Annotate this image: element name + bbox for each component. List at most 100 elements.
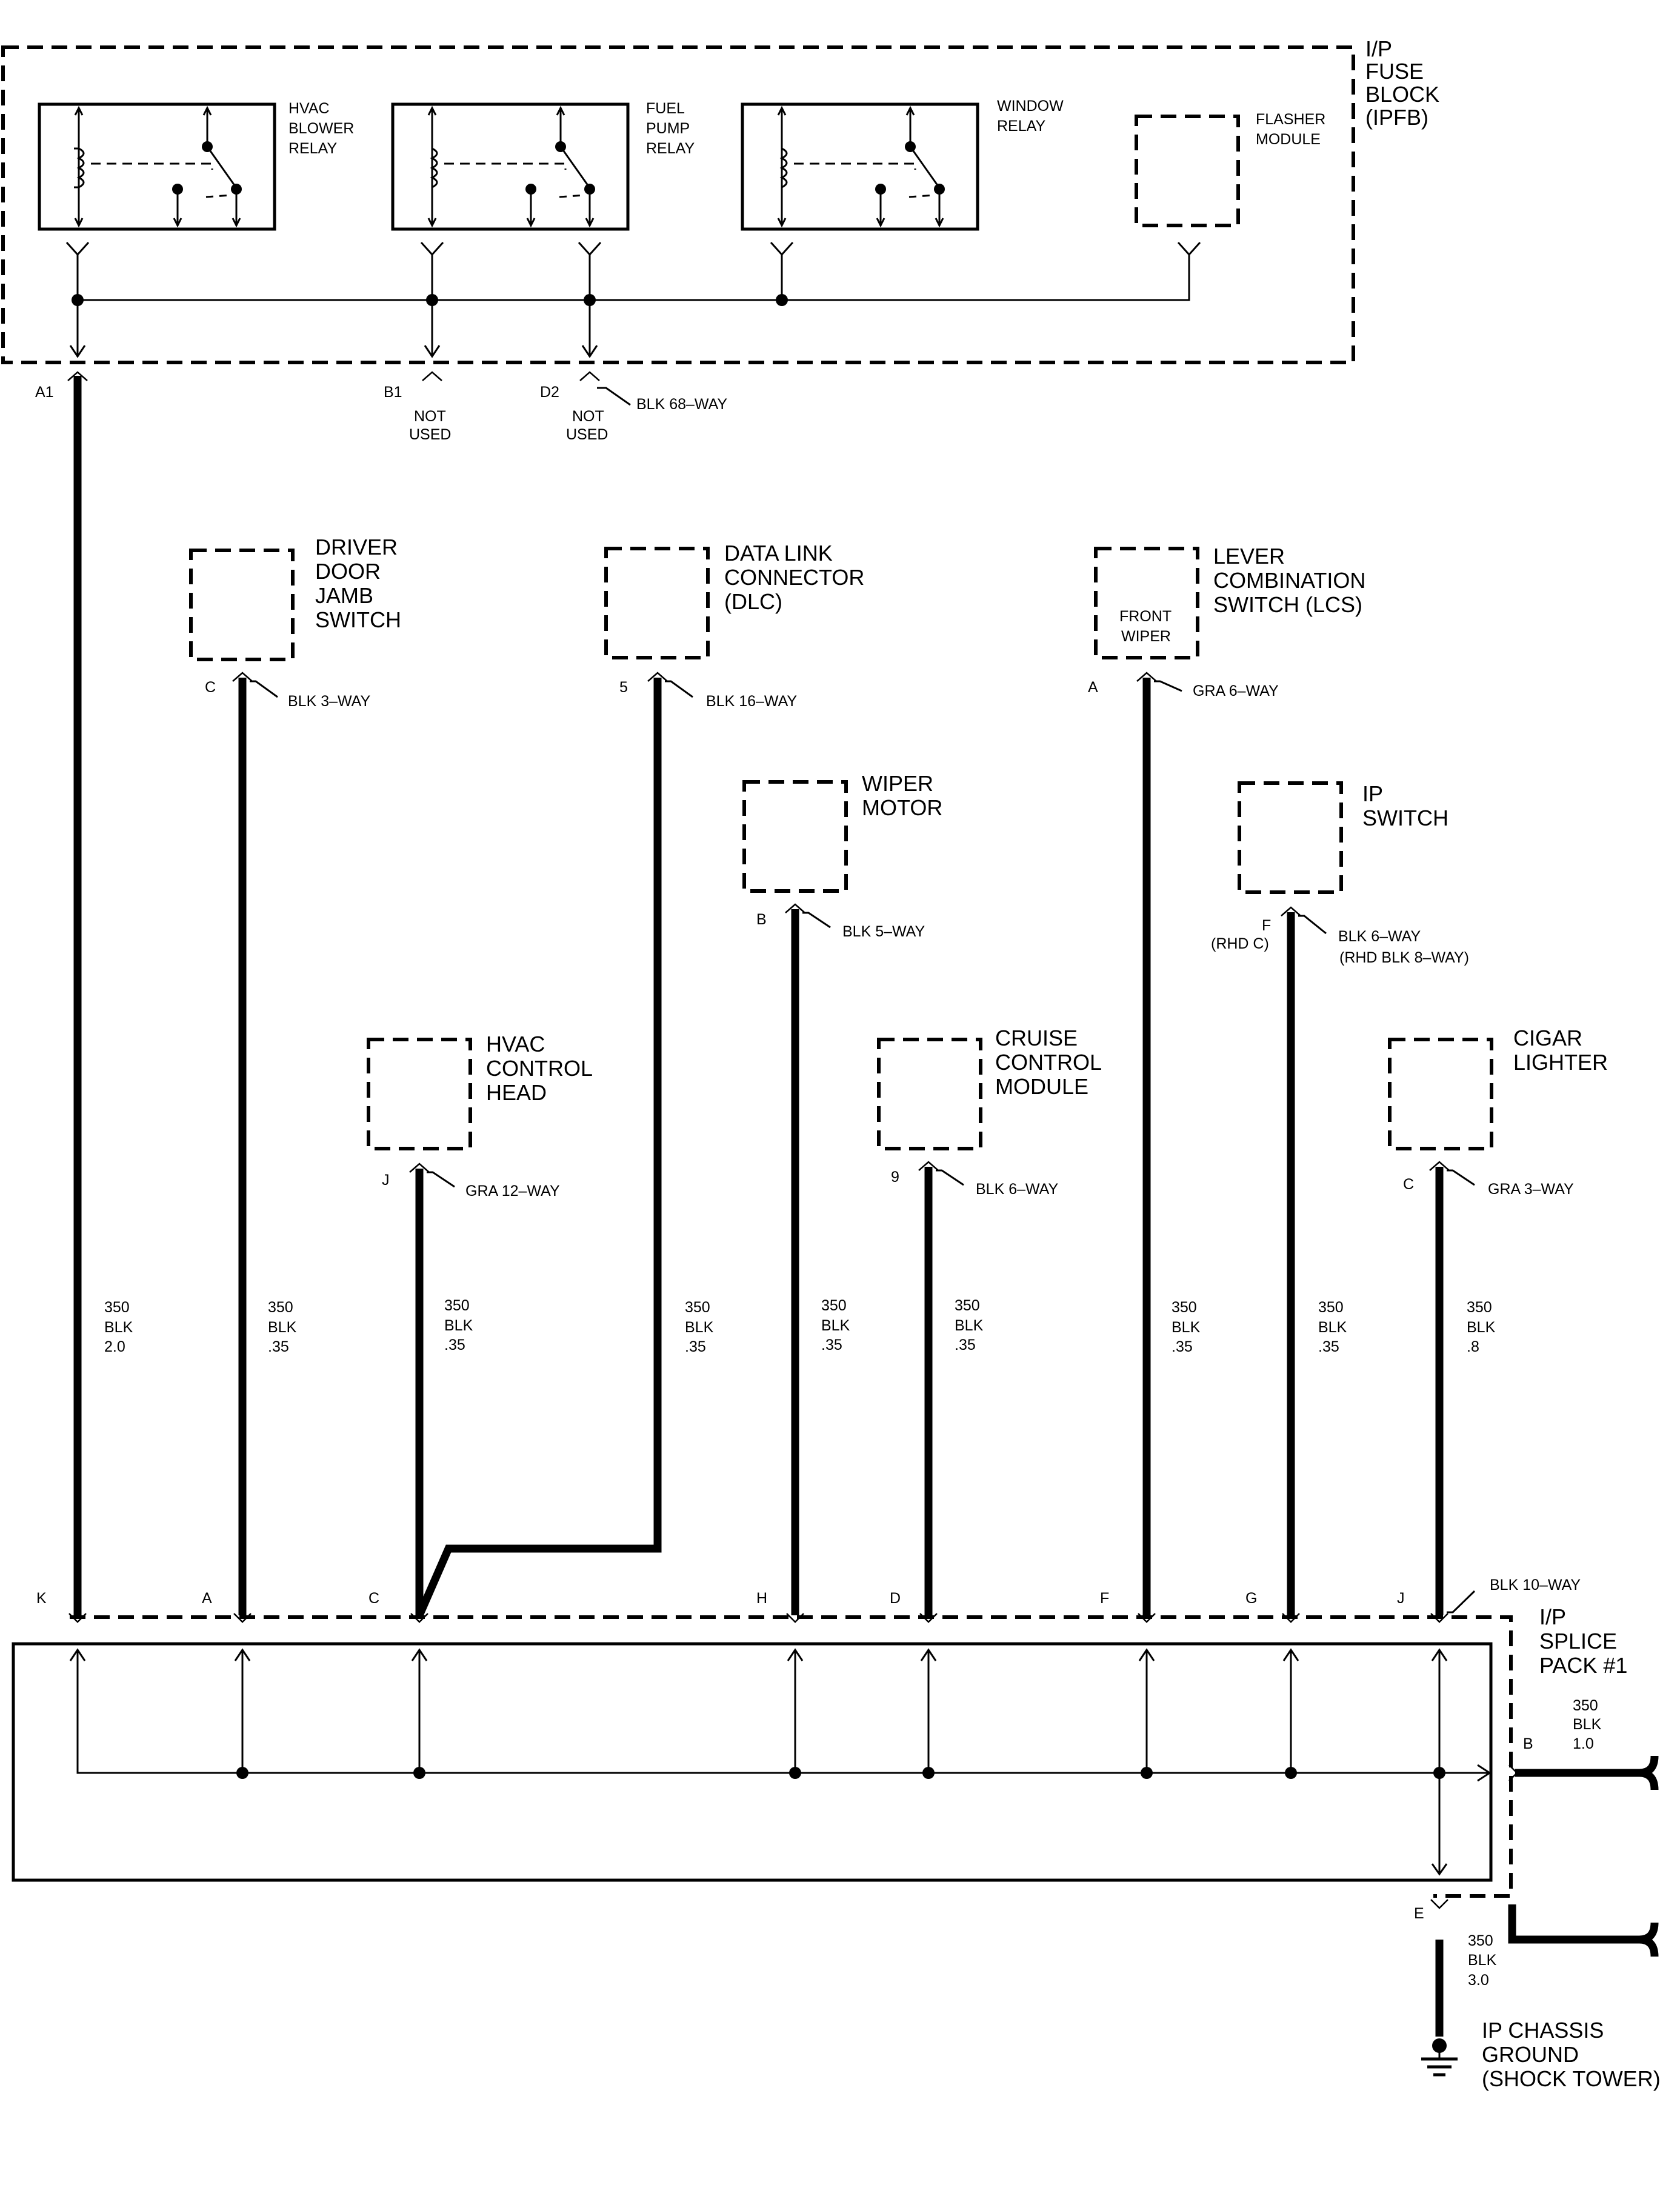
svg-text:B: B [756,911,767,928]
svg-text:A: A [1088,679,1098,696]
svg-text:FUSE: FUSE [1365,59,1424,84]
data-link-connector-label: DATA LINK CONNECTOR (DLC) [724,541,864,614]
cigar-lighter-pin: C GRA 3–WAY [1403,1161,1574,1198]
svg-text:9: 9 [891,1169,899,1186]
splice-pack-pins: K A C H D F G J BLK 10–WAY [36,1577,1581,1613]
flasher-module [1135,115,1240,227]
cruise-control-module-pin: 9 BLK 6–WAY [891,1161,1058,1198]
svg-text:.35: .35 [1318,1338,1339,1355]
svg-text:MODULE: MODULE [1256,131,1321,148]
svg-text:PUMP: PUMP [646,120,690,137]
fuse-block-pins: A1 B1 NOT USED D2 NOT USED BLK 68–WAY [35,371,727,443]
svg-text:BLK: BLK [1468,1952,1497,1969]
svg-text:J: J [382,1172,390,1189]
svg-text:CONTROL: CONTROL [486,1056,593,1081]
splice-pack-output-e: E 350 BLK 3.0 [1414,1899,1497,1989]
svg-text:IP: IP [1362,781,1383,806]
svg-text:NOT: NOT [414,408,446,425]
svg-text:BLK: BLK [1467,1319,1496,1336]
svg-text:2.0: 2.0 [104,1338,125,1355]
splice-pack-connector-outline [70,1615,1513,1898]
svg-text:GROUND: GROUND [1482,2042,1579,2067]
ip-switch [1238,781,1343,894]
fuse-block-bus [65,241,1201,358]
svg-text:D: D [890,1590,901,1607]
hvac-control-head-pin: J GRA 12–WAY [382,1163,560,1200]
svg-text:WINDOW: WINDOW [997,98,1064,115]
svg-text:K: K [36,1590,47,1607]
hvac-control-head-label: HVAC CONTROL HEAD [486,1032,593,1105]
svg-text:RELAY: RELAY [646,140,695,157]
svg-text:(SHOCK TOWER): (SHOCK TOWER) [1482,2066,1661,2091]
svg-text:.35: .35 [821,1336,842,1353]
svg-text:3.0: 3.0 [1468,1972,1489,1989]
hvac-blower-relay [38,102,276,231]
svg-text:GRA 6–WAY: GRA 6–WAY [1193,682,1279,699]
svg-text:350: 350 [268,1299,293,1316]
svg-text:BLK: BLK [268,1319,297,1336]
fuse-block-title: I/P FUSE BLOCK (IPFB) [1365,36,1439,130]
svg-text:SWITCH: SWITCH [1362,806,1448,830]
svg-text:.35: .35 [1172,1338,1193,1355]
svg-text:WIPER: WIPER [862,771,933,796]
fuse-block-outline [1,45,1355,364]
driver-door-jamb-switch-label: DRIVER DOOR JAMB SWITCH [315,535,401,632]
svg-text:.35: .35 [444,1336,465,1353]
svg-text:(DLC): (DLC) [724,589,782,614]
lever-combination-switch-pin: A GRA 6–WAY [1088,672,1279,699]
window-relay-label: WINDOW RELAY [997,98,1064,135]
svg-text:(RHD BLK 8–WAY): (RHD BLK 8–WAY) [1339,949,1469,966]
svg-text:USED: USED [409,426,451,443]
svg-text:.35: .35 [268,1338,289,1355]
svg-text:FRONT: FRONT [1119,608,1172,625]
svg-text:BLK: BLK [1573,1716,1602,1733]
svg-text:B: B [1523,1735,1533,1752]
data-link-connector [604,547,710,659]
svg-text:GRA 3–WAY: GRA 3–WAY [1488,1181,1574,1198]
svg-text:MOTOR: MOTOR [862,795,942,820]
svg-text:350: 350 [1172,1299,1197,1316]
svg-text:PACK #1: PACK #1 [1539,1653,1627,1678]
ground-label: IP CHASSIS GROUND (SHOCK TOWER) [1482,2018,1661,2091]
wiper-motor-pin: B BLK 5–WAY [756,903,925,940]
svg-text:GRA 12–WAY: GRA 12–WAY [465,1183,560,1200]
wiper-motor [742,780,848,893]
fuel-pump-relay [391,102,630,231]
svg-text:BLK: BLK [1318,1319,1347,1336]
svg-text:F: F [1262,917,1271,934]
svg-text:CRUISE: CRUISE [995,1026,1078,1050]
svg-text:BLK: BLK [444,1317,473,1334]
ground-icon [1421,2038,1458,2077]
lever-combination-switch [1094,547,1199,659]
splice-pack-bus [69,1648,1492,1876]
splice-pack-output-b: B 350 BLK 1.0 [1508,1697,1659,1790]
svg-text:(IPFB): (IPFB) [1365,105,1428,130]
svg-text:BLK 5–WAY: BLK 5–WAY [842,923,925,940]
svg-text:LIGHTER: LIGHTER [1513,1050,1608,1075]
svg-text:BLOCK: BLOCK [1365,82,1439,107]
svg-text:BLK 6–WAY: BLK 6–WAY [976,1181,1058,1198]
svg-text:HVAC: HVAC [486,1032,545,1056]
svg-text:USED: USED [566,426,608,443]
svg-text:H: H [756,1590,767,1607]
svg-text:I/P: I/P [1365,36,1392,61]
svg-text:J: J [1397,1590,1405,1607]
svg-text:BLK: BLK [821,1317,850,1334]
svg-text:DRIVER: DRIVER [315,535,398,559]
svg-text:D2: D2 [540,384,559,401]
svg-text:C: C [368,1590,379,1607]
driver-door-jamb-switch-pin: C BLK 3–WAY [205,672,370,710]
svg-text:.35: .35 [685,1338,706,1355]
svg-text:RELAY: RELAY [997,118,1045,135]
svg-text:BLK 10–WAY: BLK 10–WAY [1490,1577,1581,1593]
svg-text:SPLICE: SPLICE [1539,1629,1617,1653]
svg-text:BLOWER: BLOWER [288,120,354,137]
svg-text:CIGAR: CIGAR [1513,1026,1582,1050]
ground-wires [73,376,1659,2037]
cruise-control-module-label: CRUISE CONTROL MODULE [995,1026,1102,1099]
splice-pack-body [12,1642,1493,1882]
svg-text:WIPER: WIPER [1121,628,1171,645]
data-link-connector-pin: 5 BLK 16–WAY [619,672,797,710]
svg-text:BLK: BLK [1172,1319,1201,1336]
svg-text:350: 350 [444,1297,470,1314]
